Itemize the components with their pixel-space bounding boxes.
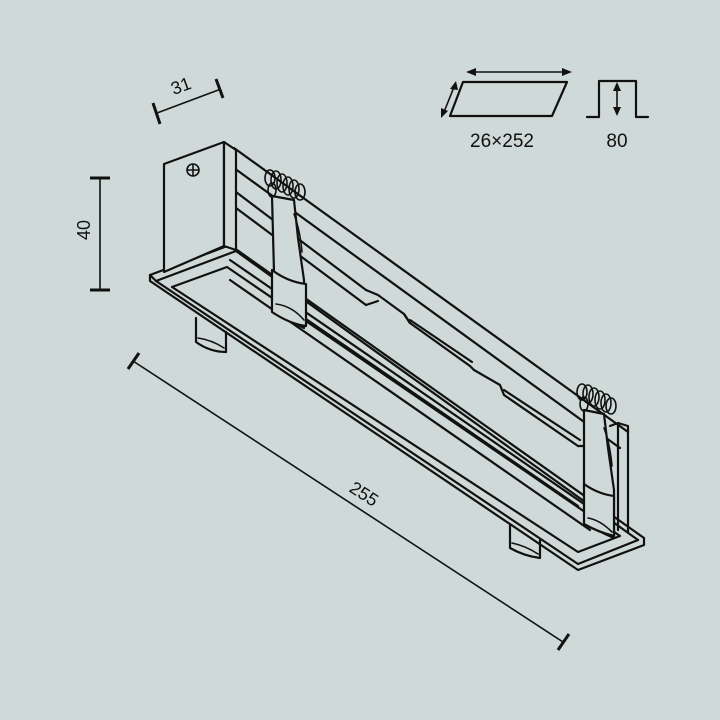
end-cap	[162, 140, 238, 274]
screw-icon	[186, 163, 200, 177]
recess-depth-label: 80	[606, 131, 627, 152]
spring-clip-right	[576, 383, 617, 540]
cutout-size-label: 26×252	[470, 131, 534, 152]
height-dimension	[90, 176, 110, 292]
length-dimension	[126, 352, 571, 651]
length-dimension-label: 255	[346, 477, 382, 510]
spring-clip-left	[264, 169, 308, 330]
cutout-parallelogram-icon	[441, 68, 572, 118]
width-dimension-label: 31	[168, 73, 194, 99]
recess-depth-icon	[585, 79, 650, 119]
height-dimension-label: 40	[74, 220, 94, 240]
lower-tab-right	[508, 523, 542, 560]
track-housing	[148, 140, 646, 572]
lower-tab-left	[194, 316, 228, 354]
width-dimension	[151, 78, 225, 125]
